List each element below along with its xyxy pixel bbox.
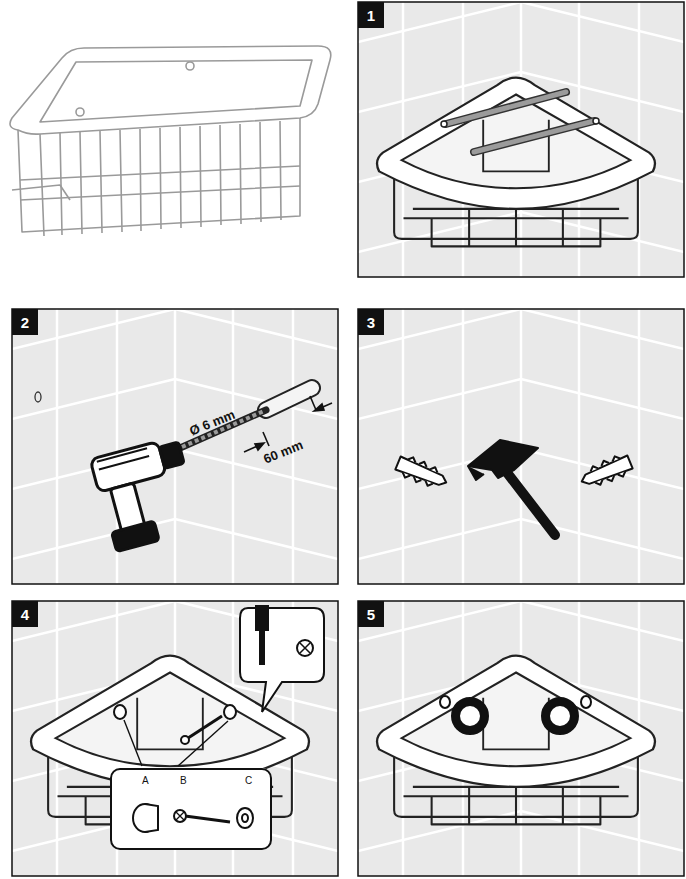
step-badge: 3 [358, 309, 384, 335]
panel-ground [12, 2, 684, 879]
part-letter: A [142, 775, 149, 786]
basket-sketch [10, 46, 331, 236]
step-number: 5 [367, 606, 375, 623]
mounting-illustration [31, 606, 324, 850]
parts-callout: A B C [110, 768, 272, 850]
step-badge: 1 [358, 2, 384, 28]
step-badge: 5 [358, 601, 384, 627]
panel-frame [12, 2, 684, 876]
corner-basket [377, 78, 655, 247]
step-number: 1 [367, 7, 375, 24]
drill-illustration [35, 388, 332, 552]
step-badge: 4 [12, 601, 38, 627]
part-letter: B [180, 775, 187, 786]
step-number: 2 [21, 314, 29, 331]
step-number: 3 [367, 314, 375, 331]
step-badge: 2 [12, 309, 38, 335]
hammer-and-plugs [394, 440, 634, 535]
dimension-label: 60 mm [261, 437, 305, 466]
finished-basket [377, 656, 655, 825]
part-letter: C [245, 775, 252, 786]
dimension-label: Ø 6 mm [187, 407, 237, 439]
step-number: 4 [21, 606, 29, 623]
